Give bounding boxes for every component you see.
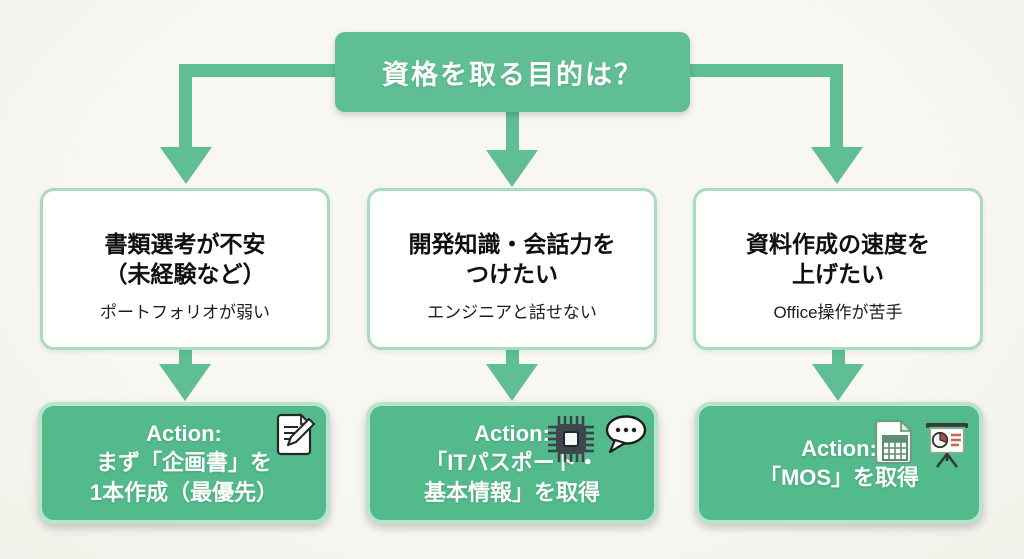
decision-heading-line2: つけたい [466,261,558,287]
spreadsheet-icon [874,418,914,465]
decision-heading-line2: （未経験など） [104,261,266,287]
action-text-line2: 基本情報」を取得 [423,479,600,505]
connector-branch1-vertical [179,349,192,366]
action-text-line2: 1本作成（最優先） [89,479,279,505]
decision-heading-line1: 書類選考が不安 [104,230,266,257]
connector-branch2-vertical [506,349,519,366]
action-text-line1: まず「企画書」を [95,450,272,476]
arrow-down-icon [486,364,538,401]
memo-pencil-icon [276,412,316,456]
question-box: 資格を取る目的は？ [335,32,690,112]
action-box-proposal: Action: まず「企画書」を 1本作成（最優先） [38,402,330,524]
decision-heading: 資料作成の速度を 上げたい [746,229,930,290]
cpu-chip-icon [548,416,594,462]
decision-subtext: エンジニアと話せない [427,303,597,323]
connector-right-vertical [830,64,843,149]
action-label: Action: [474,420,550,446]
arrow-down-icon [486,150,538,187]
question-title: 資格を取る目的は？ [382,59,643,90]
action-icons [873,418,971,470]
action-box-it-passport: Action: 「ITパスポート・ 基本情報」を取得 [366,402,658,524]
decision-heading-line1: 開発知識・会話力を [408,230,616,257]
action-icons [546,414,648,464]
decision-heading-line1: 資料作成の速度を [746,230,930,257]
action-label: Action: [146,420,222,446]
decision-box-portfolio: 書類選考が不安 （未経験など） ポートフォリオが弱い [40,188,330,350]
decision-heading: 開発知識・会話力を つけたい [409,229,616,290]
connector-left-vertical [179,64,192,149]
decision-box-office-speed: 資料作成の速度を 上げたい Office操作が苦手 [693,188,983,350]
action-text-line1: 「MOS」を取得 [758,465,920,490]
decision-box-dev-knowledge: 開発知識・会話力を つけたい エンジニアと話せない [367,188,657,350]
arrow-down-icon [811,147,863,184]
action-label: Action: [801,435,877,461]
arrow-down-icon [160,147,212,184]
connector-branch3-vertical [832,349,845,366]
decision-subtext: Office操作が苦手 [773,303,903,323]
decision-heading-line2: 上げたい [792,261,884,287]
connector-left-horizontal [179,64,335,77]
connector-right-horizontal [690,64,843,77]
arrow-down-icon [812,364,864,401]
presentation-chart-icon [926,423,968,468]
arrow-down-icon [159,364,211,401]
action-box-mos: Action: 「MOS」を取得 [695,402,983,524]
decision-heading: 書類選考が不安 （未経験など） [105,229,266,290]
action-icons [274,411,318,457]
decision-subtext: ポートフォリオが弱い [100,303,270,323]
speech-bubble-icon [605,415,647,454]
connector-middle-vertical [506,108,519,152]
